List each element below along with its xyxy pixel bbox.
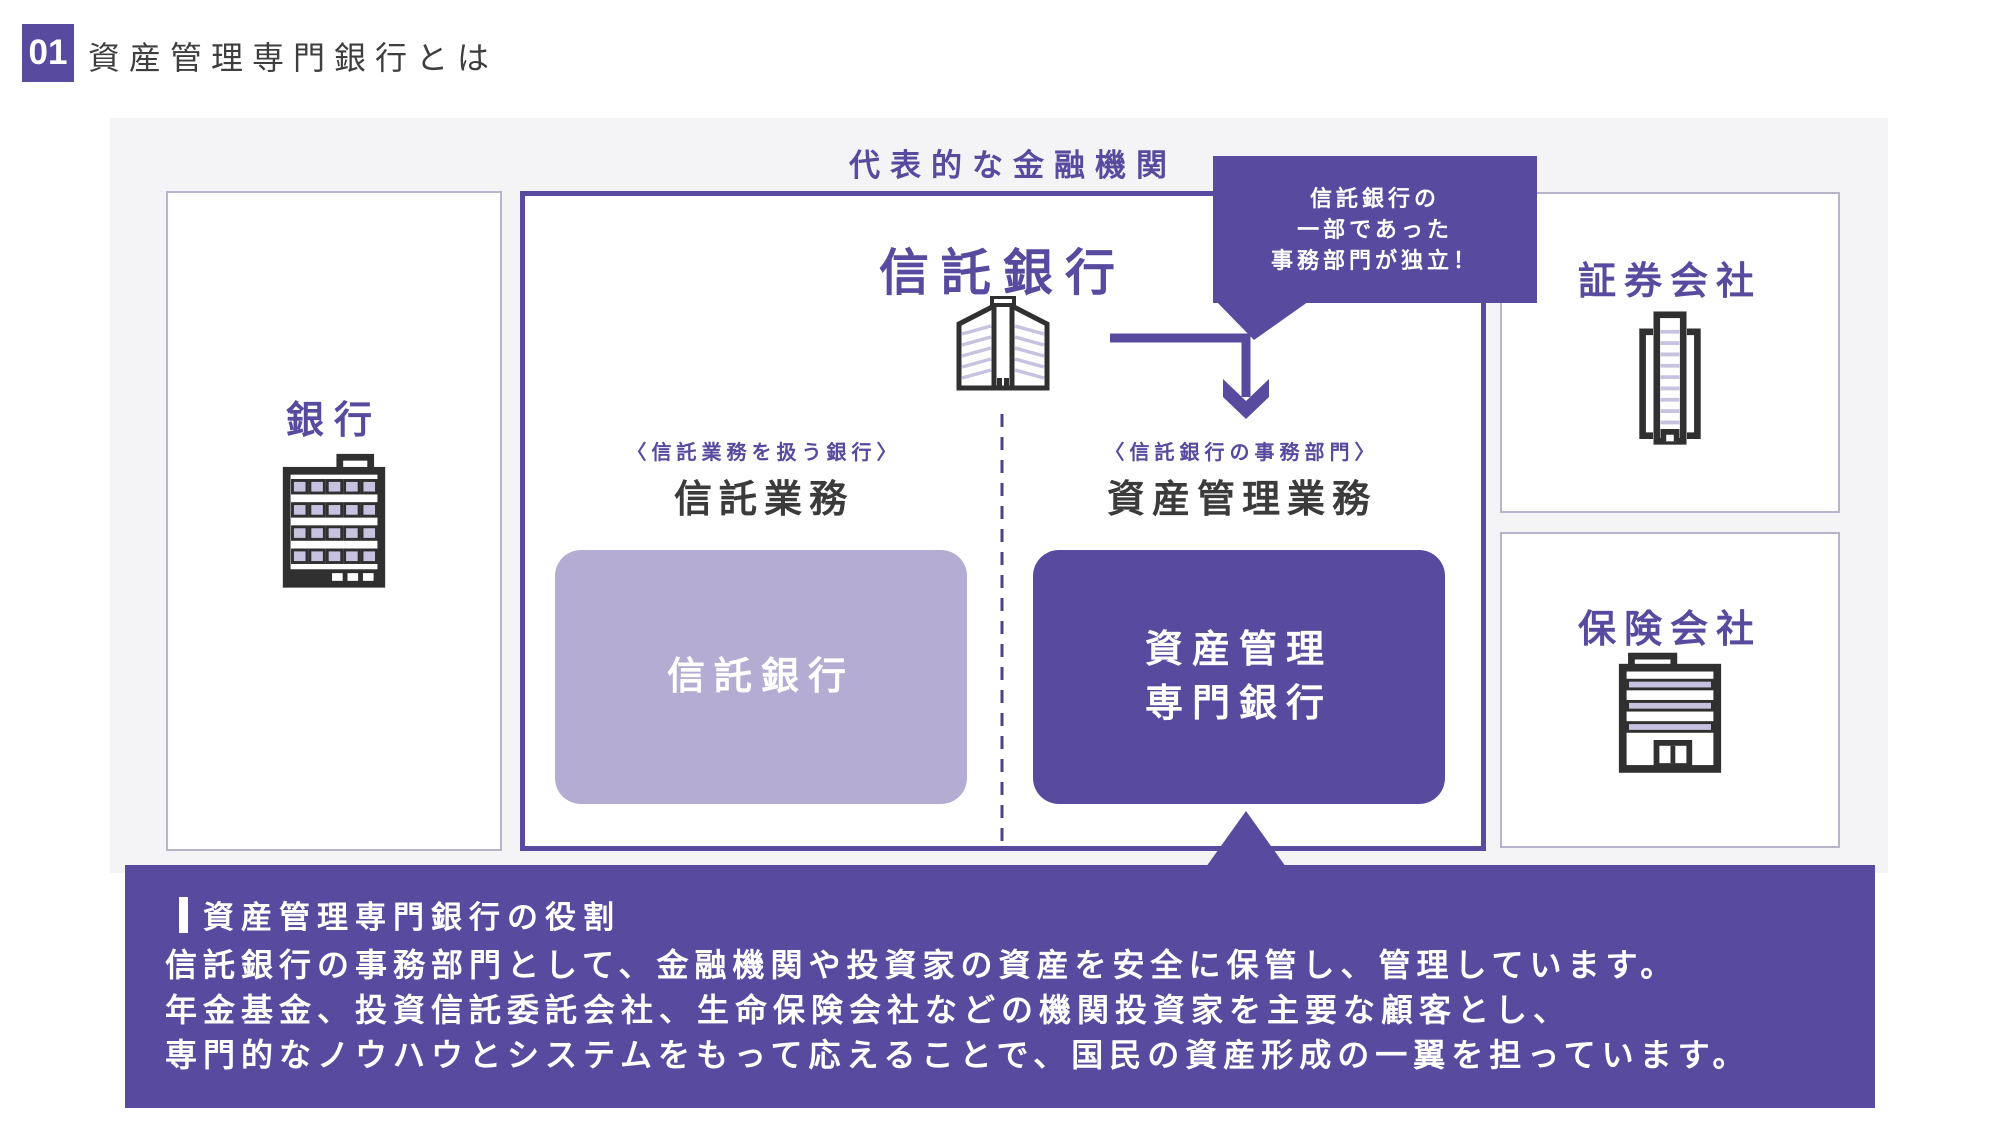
asset-admin-heading: 資産管理業務 <box>1106 479 1377 521</box>
heading-bar <box>179 896 188 933</box>
trust-bank-title: 信託銀行 <box>879 245 1127 301</box>
panel-title: 代表的な金融機関 <box>849 148 1177 183</box>
bank-label: 銀行 <box>285 400 382 442</box>
insurance-box: 保険会社 <box>1500 532 1840 848</box>
asset-admin-column: 〈信託銀行の事務部門〉 資産管理業務 資産管理 専門銀行 <box>1003 196 1481 846</box>
insurance-label: 保険会社 <box>1577 609 1762 651</box>
asset-admin-card-line1: 資産管理 <box>1144 629 1333 671</box>
trust-bank-card: 信託銀行 <box>555 550 967 804</box>
trust-bank-building-icon <box>956 296 1050 391</box>
securities-label: 証券会社 <box>1577 261 1762 303</box>
asset-admin-card-line2: 専門銀行 <box>1144 683 1333 725</box>
financial-institutions-panel: 代表的な金融機関 銀行 信託銀行 <box>110 118 1888 873</box>
callout-line1: 信託銀行の <box>1309 186 1440 211</box>
bank-box: 銀行 <box>166 191 502 851</box>
securities-box: 証券会社 <box>1500 192 1840 513</box>
section-number-badge: 01 <box>22 24 74 82</box>
callout-line2: 一部であった <box>1297 217 1453 242</box>
banner-line2: 年金基金、投資信託委託会社、生命保険会社などの機関投資家を主要な顧客とし、 <box>165 992 1572 1028</box>
asset-admin-bank-card: 資産管理 専門銀行 <box>1033 550 1445 804</box>
trust-business-heading: 信託業務 <box>673 479 854 521</box>
callout-bubble: 信託銀行の 一部であった 事務部門が独立！ <box>1213 156 1537 303</box>
asset-admin-bracket-label: 〈信託銀行の事務部門〉 <box>1104 442 1380 464</box>
page-title: 資産管理専門銀行とは <box>88 40 499 76</box>
insurance-building-icon <box>1618 652 1722 773</box>
banner-heading-text: 資産管理専門銀行の役割 <box>203 900 621 935</box>
banner-line1: 信託銀行の事務部門として、金融機関や投資家の資産を安全に保管し、管理しています。 <box>165 947 1679 983</box>
trust-business-bracket-label: 〈信託業務を扱う銀行〉 <box>626 442 902 464</box>
banner-body: 信託銀行の事務部門として、金融機関や投資家の資産を安全に保管し、管理しています。… <box>165 943 1750 1078</box>
role-banner: 資産管理専門銀行の役割 信託銀行の事務部門として、金融機関や投資家の資産を安全に… <box>125 865 1875 1108</box>
securities-building-icon <box>1639 311 1701 445</box>
trust-business-column: 〈信託業務を扱う銀行〉 信託業務 信託銀行 <box>525 196 1003 846</box>
banner-line3: 専門的なノウハウとシステムをもって応えることで、国民の資産形成の一翼を担っていま… <box>165 1037 1751 1073</box>
banner-heading: 資産管理専門銀行の役割 <box>179 892 621 937</box>
trust-bank-card-label: 信託銀行 <box>666 656 855 698</box>
bank-building-icon <box>282 453 386 588</box>
callout-line3: 事務部門が独立！ <box>1270 248 1479 273</box>
